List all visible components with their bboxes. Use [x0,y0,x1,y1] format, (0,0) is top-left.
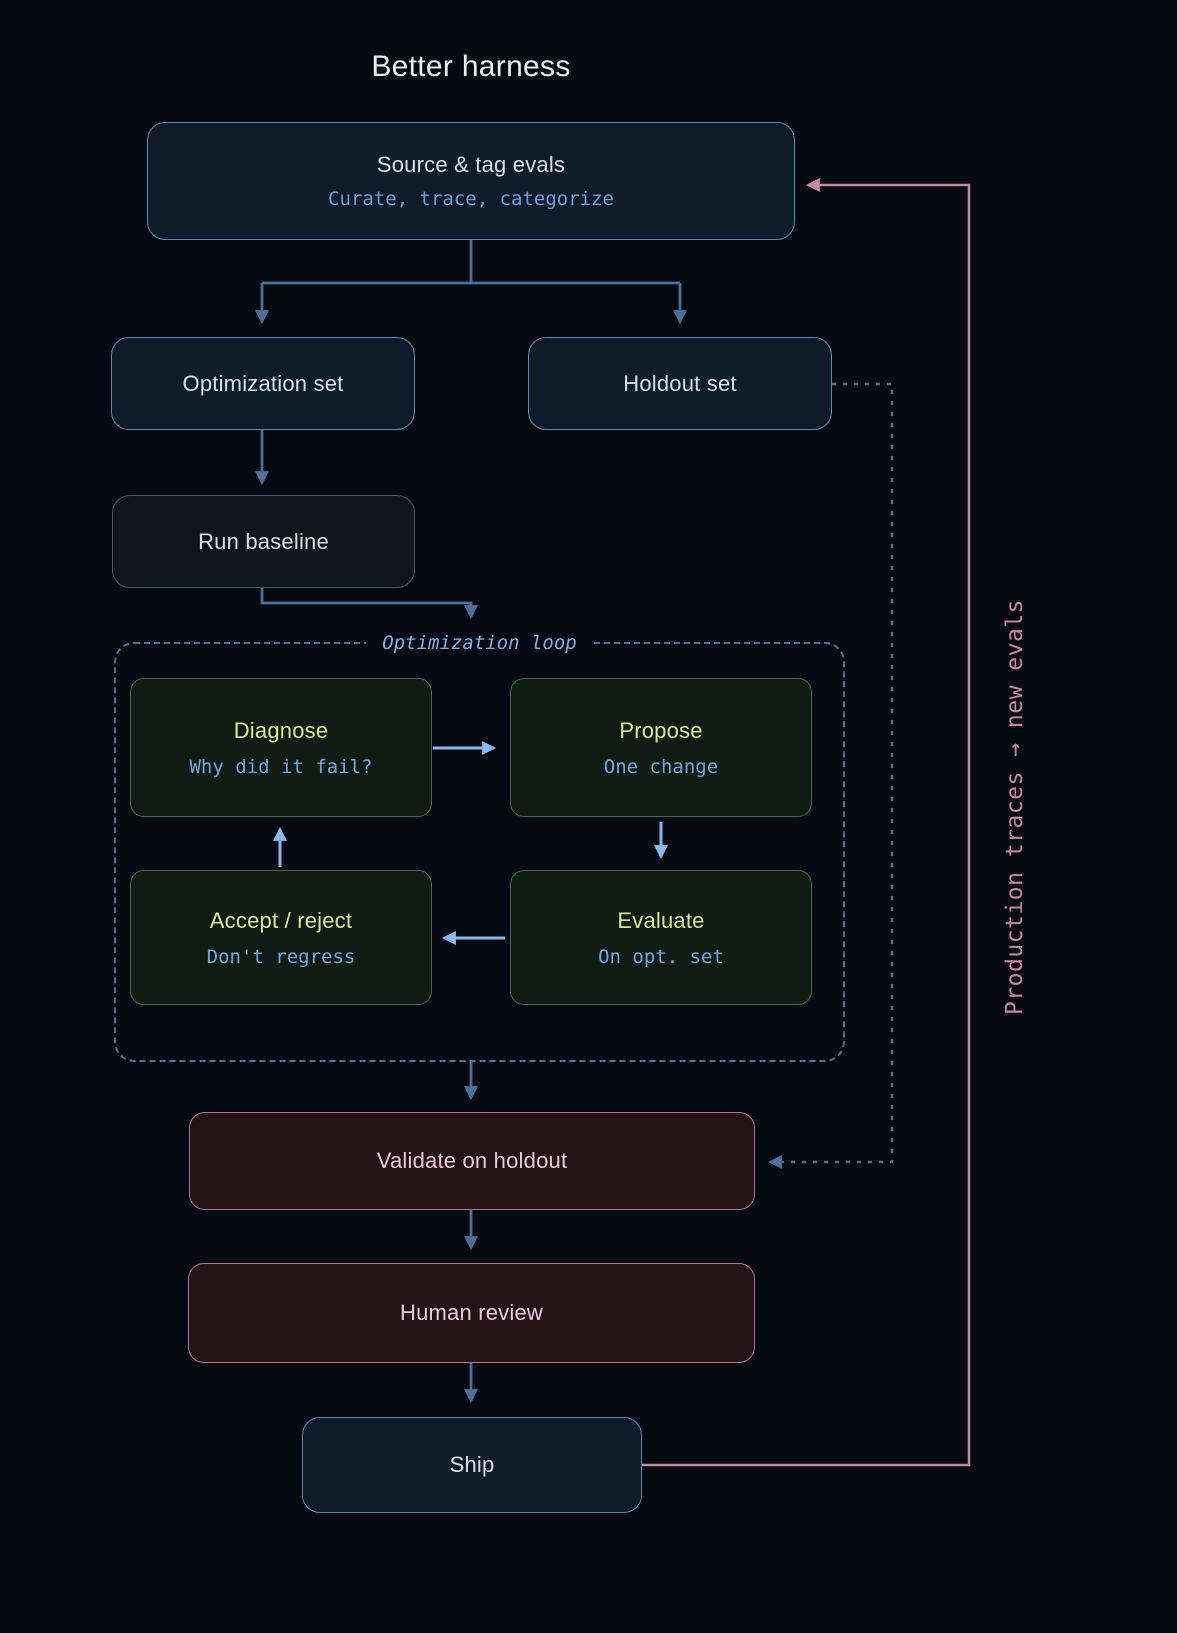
node-title: Source & tag evals [376,152,566,177]
node-diagnose: Diagnose Why did it fail? [130,678,432,817]
node-subtitle: Don't regress [206,945,356,968]
production-traces-label: Production traces → new evals [1002,598,1028,1016]
node-subtitle: One change [603,755,719,778]
node-ship: Ship [302,1417,642,1513]
optimization-loop-container: Optimization loop [114,629,845,1062]
node-title: Ship [449,1452,495,1477]
split-connector [262,240,680,285]
node-source-tag-evals: Source & tag evals Curate, trace, catego… [147,122,795,240]
node-title: Human review [399,1300,543,1325]
node-subtitle: On opt. set [598,945,724,968]
node-run-baseline: Run baseline [112,495,415,588]
node-title: Optimization set [182,370,344,396]
node-evaluate: Evaluate On opt. set [510,870,812,1005]
page-title: Better harness [371,50,571,83]
node-title: Accept / reject [209,907,353,933]
node-title: Evaluate [617,907,705,933]
node-propose: Propose One change [510,678,812,817]
node-optimization-set: Optimization set [111,337,415,430]
node-title: Holdout set [623,370,737,396]
arrow-to-optimization-loop [260,588,478,620]
node-subtitle: Curate, trace, categorize [328,188,614,210]
node-title: Diagnose [233,717,329,743]
node-holdout-set: Holdout set [528,337,832,430]
node-human-review: Human review [188,1263,755,1363]
node-title: Propose [619,717,703,743]
node-title: Validate on holdout [376,1148,568,1173]
node-accept-reject: Accept / reject Don't regress [130,870,432,1005]
optimization-loop-label: Optimization loop [366,629,593,657]
node-title: Run baseline [198,528,329,554]
node-subtitle: Why did it fail? [189,755,373,778]
node-validate-holdout: Validate on holdout [189,1112,755,1210]
